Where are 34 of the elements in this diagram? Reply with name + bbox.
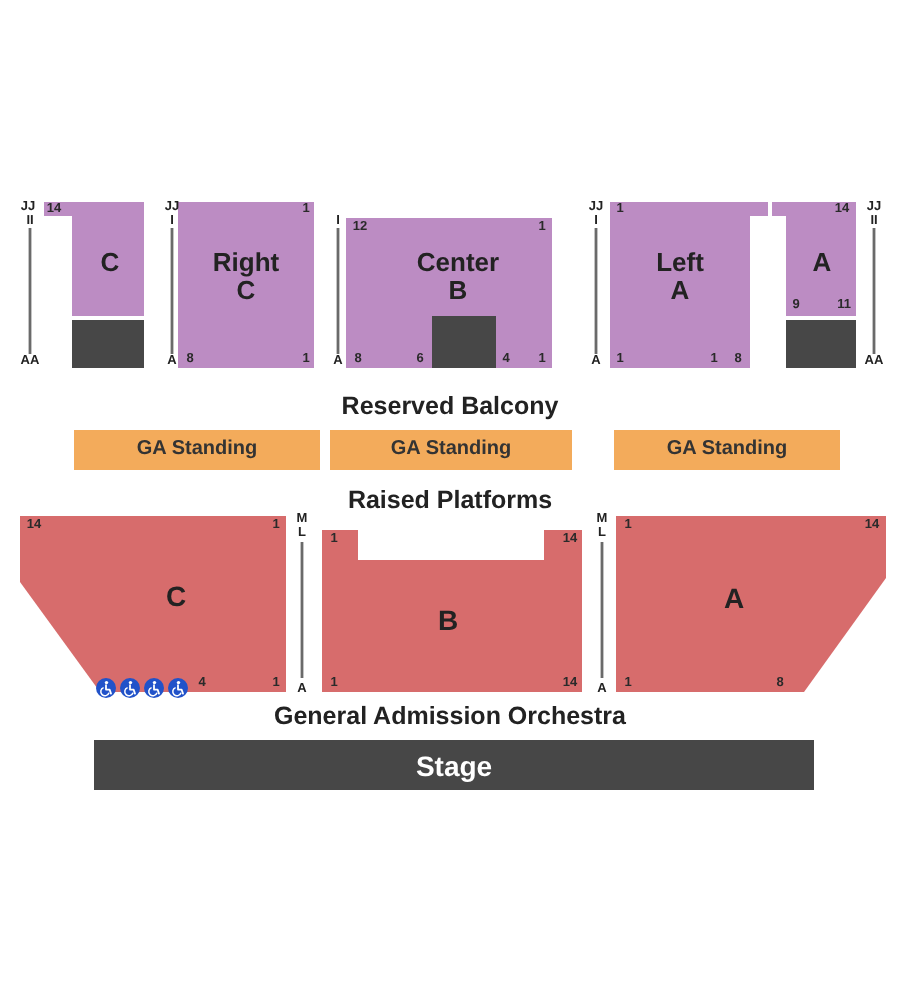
wheelchair-icon xyxy=(144,678,164,698)
wheelchair-icon xyxy=(96,678,116,698)
area-heading: Raised Platforms xyxy=(347,487,553,513)
standing-label: GA Standing xyxy=(666,440,788,460)
floor-label: B xyxy=(437,606,459,634)
standing-label: GA Standing xyxy=(390,440,512,460)
standing-area xyxy=(614,430,840,470)
wheelchair-icon xyxy=(120,678,140,698)
standing-label: GA Standing xyxy=(136,440,258,460)
stage-block xyxy=(94,740,814,790)
seating-section xyxy=(44,202,144,316)
section-label: C xyxy=(100,249,120,275)
filled-block xyxy=(72,320,144,368)
area-heading: General Admission Orchestra xyxy=(274,703,626,729)
floor-label: A xyxy=(723,584,745,612)
standing-area xyxy=(74,430,320,470)
stage-label: Stage xyxy=(415,751,493,779)
filled-block xyxy=(786,320,856,368)
section-label: Right C xyxy=(210,248,282,304)
floor-label: C xyxy=(165,582,187,610)
seating-section xyxy=(178,202,314,368)
seating-section xyxy=(616,516,886,692)
section-label: A xyxy=(812,249,832,275)
seating-section xyxy=(20,516,286,692)
seating-section xyxy=(772,202,856,316)
wheelchair-icon xyxy=(168,678,188,698)
standing-area xyxy=(330,430,572,470)
section-label: Left A xyxy=(654,248,706,304)
seating-section xyxy=(322,530,582,692)
seating-section xyxy=(346,218,552,368)
filled-block xyxy=(432,316,496,368)
section-label: Center B xyxy=(414,248,502,304)
seating-section xyxy=(610,202,768,368)
area-heading: Reserved Balcony xyxy=(341,393,559,419)
